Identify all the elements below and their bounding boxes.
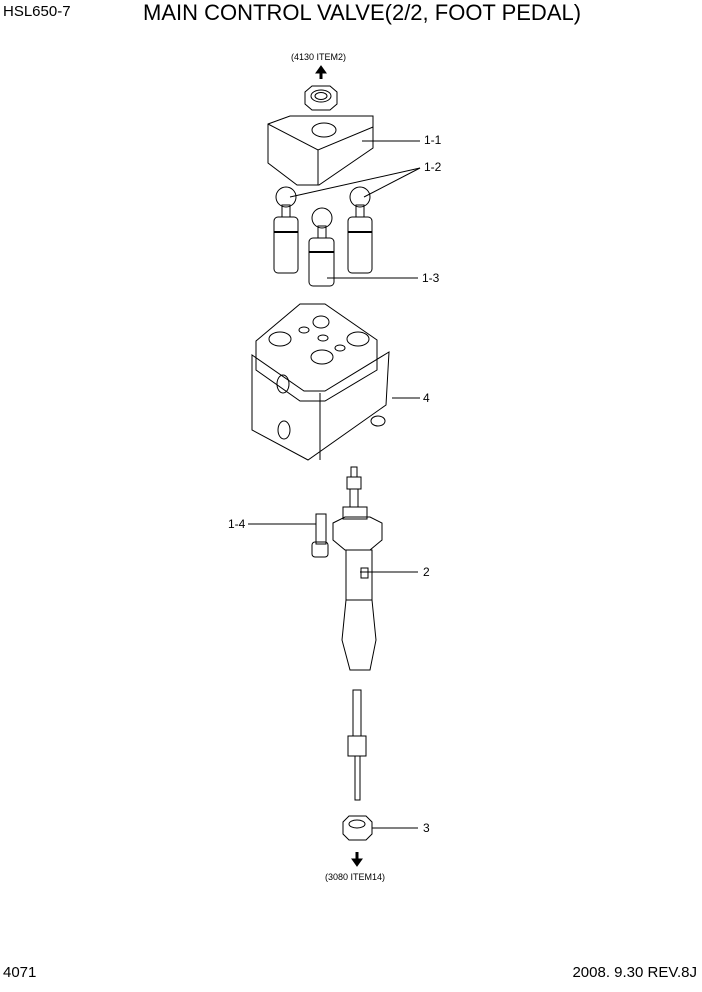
callout-1-2: 1-2 <box>424 160 442 174</box>
arrow-down-icon <box>351 852 363 867</box>
part-3-nut <box>342 815 418 841</box>
callout-1-3: 1-3 <box>422 271 440 285</box>
arrow-up-icon <box>315 65 327 79</box>
part-1-1-cover <box>267 115 420 186</box>
page-title: MAIN CONTROL VALVE(2/2, FOOT PEDAL) <box>143 0 582 25</box>
callout-4: 4 <box>423 391 430 405</box>
part-2-valve-stem <box>332 466 418 801</box>
nut-top <box>304 85 338 111</box>
callout-2: 2 <box>423 565 430 579</box>
part-1-4-bolt <box>248 513 329 558</box>
revision-date: 2008. 9.30 REV.8J <box>572 964 697 981</box>
callout-1-1: 1-1 <box>424 133 442 147</box>
reference-bottom: (3080 ITEM14) <box>325 872 386 882</box>
model-number: HSL650-7 <box>3 3 71 20</box>
reference-top: (4130 ITEM2) <box>291 52 347 62</box>
callout-3: 3 <box>423 821 430 835</box>
part-4-valve-body <box>251 303 420 461</box>
callout-1-4: 1-4 <box>228 517 246 531</box>
page-number: 4071 <box>3 964 37 981</box>
part-1-3-plungers <box>273 186 373 287</box>
